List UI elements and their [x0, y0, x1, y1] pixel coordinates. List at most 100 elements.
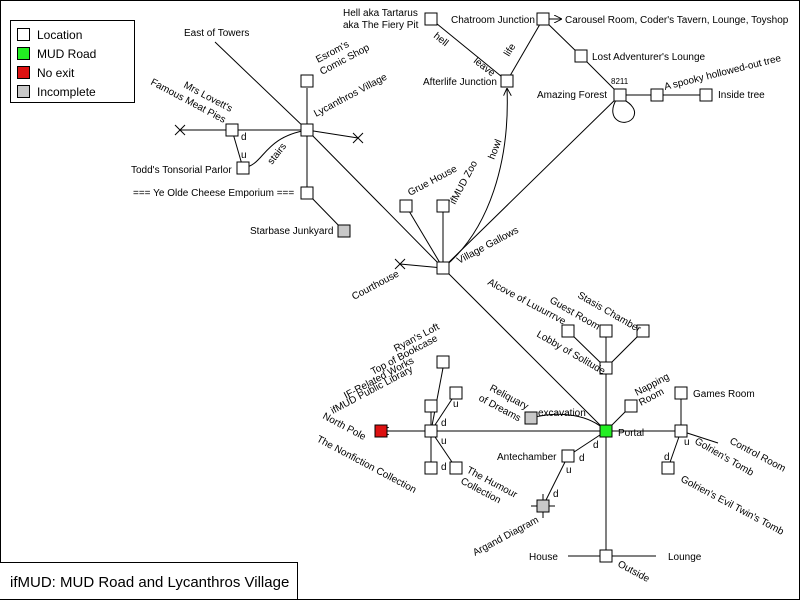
room-if-works[interactable] — [424, 399, 438, 413]
path-antechamber-argand — [542, 455, 569, 507]
room-argand[interactable] — [536, 499, 550, 513]
label-hell: Hell aka Tartarus — [343, 8, 418, 19]
room-ryan[interactable] — [436, 355, 450, 369]
exit-label-d: d — [593, 440, 599, 451]
exit-label-d: d — [664, 452, 670, 463]
label-lycanthros: Lycanthros Village — [312, 72, 389, 120]
map-rooms — [225, 12, 713, 563]
room-outside[interactable] — [599, 549, 613, 563]
exit-label-life: life — [502, 42, 518, 59]
room-spooky[interactable] — [650, 88, 664, 102]
label-cheese: === Ye Olde Cheese Emporium === — [133, 188, 294, 199]
room-nonfiction[interactable] — [424, 461, 438, 475]
legend-label: Location — [37, 27, 83, 42]
room-library[interactable] — [424, 424, 438, 438]
exit-label-d: d — [441, 462, 447, 473]
path-east-of-towers — [214, 41, 308, 131]
label-evil-twin: Golrien's Evil Twin's Tomb — [679, 474, 786, 538]
label-antechamber: Antechamber — [497, 452, 557, 463]
legend-item-no-exit: No exit — [17, 63, 134, 82]
room-stasis[interactable] — [599, 324, 613, 338]
legend-swatch — [17, 85, 30, 98]
exit-label-number: 8211 — [611, 77, 629, 86]
label-nonfiction: The Nonfiction Collection — [315, 434, 418, 496]
room-todd[interactable] — [236, 161, 250, 175]
room-reliquary[interactable] — [524, 411, 538, 425]
room-afterlife[interactable] — [500, 74, 514, 88]
room-cheese[interactable] — [300, 186, 314, 200]
room-antechamber[interactable] — [561, 449, 575, 463]
path-afterlife-chatroom — [506, 18, 544, 82]
label-house: House — [529, 552, 558, 563]
room-golrien[interactable] — [674, 424, 688, 438]
legend-item-location: Location — [17, 25, 134, 44]
room-grue[interactable] — [399, 199, 413, 213]
exit-label-howl: howl — [487, 138, 505, 161]
path-gallows-amazing — [442, 94, 621, 269]
room-humour[interactable] — [449, 461, 463, 475]
room-inside[interactable] — [699, 88, 713, 102]
room-games[interactable] — [674, 386, 688, 400]
label-chatroom: Chatroom Junction — [451, 15, 535, 26]
legend-label: Incomplete — [37, 84, 96, 99]
room-bookcase[interactable] — [449, 386, 463, 400]
label-outside: Outside — [616, 559, 652, 585]
path-gallows-portal — [442, 267, 607, 432]
path-amazing-loop — [612, 99, 636, 123]
room-lost[interactable] — [574, 49, 588, 63]
label-todd: Todd's Tonsorial Parlor — [131, 165, 232, 176]
map-title-text: ifMUD: MUD Road and Lycanthros Village — [10, 574, 290, 591]
exit-label-u: u — [453, 399, 459, 410]
room-guest[interactable] — [561, 324, 575, 338]
room-napping[interactable] — [624, 399, 638, 413]
legend-item-incomplete: Incomplete — [17, 82, 134, 101]
label-inside: Inside tree — [718, 90, 765, 101]
label-hell-2: aka The Fiery Pit — [343, 20, 419, 31]
path-lycanthros-east — [306, 129, 359, 139]
room-gallows[interactable] — [436, 261, 450, 275]
room-zoo[interactable] — [436, 199, 450, 213]
exit-label-u: u — [441, 436, 447, 447]
map-title: ifMUD: MUD Road and Lycanthros Village — [0, 562, 298, 599]
legend-label: MUD Road — [37, 46, 97, 61]
room-chatroom[interactable] — [536, 12, 550, 26]
exit-mark — [394, 258, 406, 270]
label-courthouse: Courthouse — [350, 268, 401, 302]
room-alcove[interactable] — [636, 324, 650, 338]
room-starbase[interactable] — [337, 224, 351, 238]
exit-label-d: d — [579, 453, 585, 464]
label-carousel: Carousel Room, Coder's Tavern, Lounge, T… — [565, 15, 789, 26]
exit-label-u: u — [684, 437, 690, 448]
path-gallows-grue — [405, 205, 444, 269]
path-gallows-courthouse — [399, 263, 444, 269]
exit-label-d: d — [553, 489, 559, 500]
room-lovett[interactable] — [225, 123, 239, 137]
label-east-towers: East of Towers — [184, 28, 249, 39]
exit-label-hell: hell — [431, 31, 450, 49]
room-esrom[interactable] — [300, 74, 314, 88]
label-lost: Lost Adventurer's Lounge — [592, 52, 706, 63]
label-starbase: Starbase Junkyard — [250, 226, 333, 237]
room-evil-twin[interactable] — [661, 461, 675, 475]
map-connections — [174, 18, 719, 557]
room-lycanthros[interactable] — [300, 123, 314, 137]
room-lobby[interactable] — [599, 361, 613, 375]
legend-label: No exit — [37, 65, 75, 80]
room-portal[interactable] — [599, 424, 613, 438]
room-amazing[interactable] — [613, 88, 627, 102]
label-amazing: Amazing Forest — [537, 90, 607, 101]
map-legend: Location MUD Road No exit Incomplete — [10, 20, 135, 103]
label-games: Games Room — [693, 389, 755, 400]
exit-label-stairs: stairs — [266, 141, 289, 167]
exit-label-u: u — [241, 150, 247, 161]
exit-label-u: u — [566, 465, 572, 476]
exit-mark — [352, 132, 364, 144]
exit-label-leave: leave — [471, 56, 497, 80]
exit-mark — [174, 124, 186, 136]
legend-item-mud-road: MUD Road — [17, 44, 134, 63]
path-lycanthros-gallows — [306, 129, 444, 269]
room-north-pole[interactable] — [374, 424, 388, 438]
room-hell[interactable] — [424, 12, 438, 26]
legend-swatch — [17, 28, 30, 41]
